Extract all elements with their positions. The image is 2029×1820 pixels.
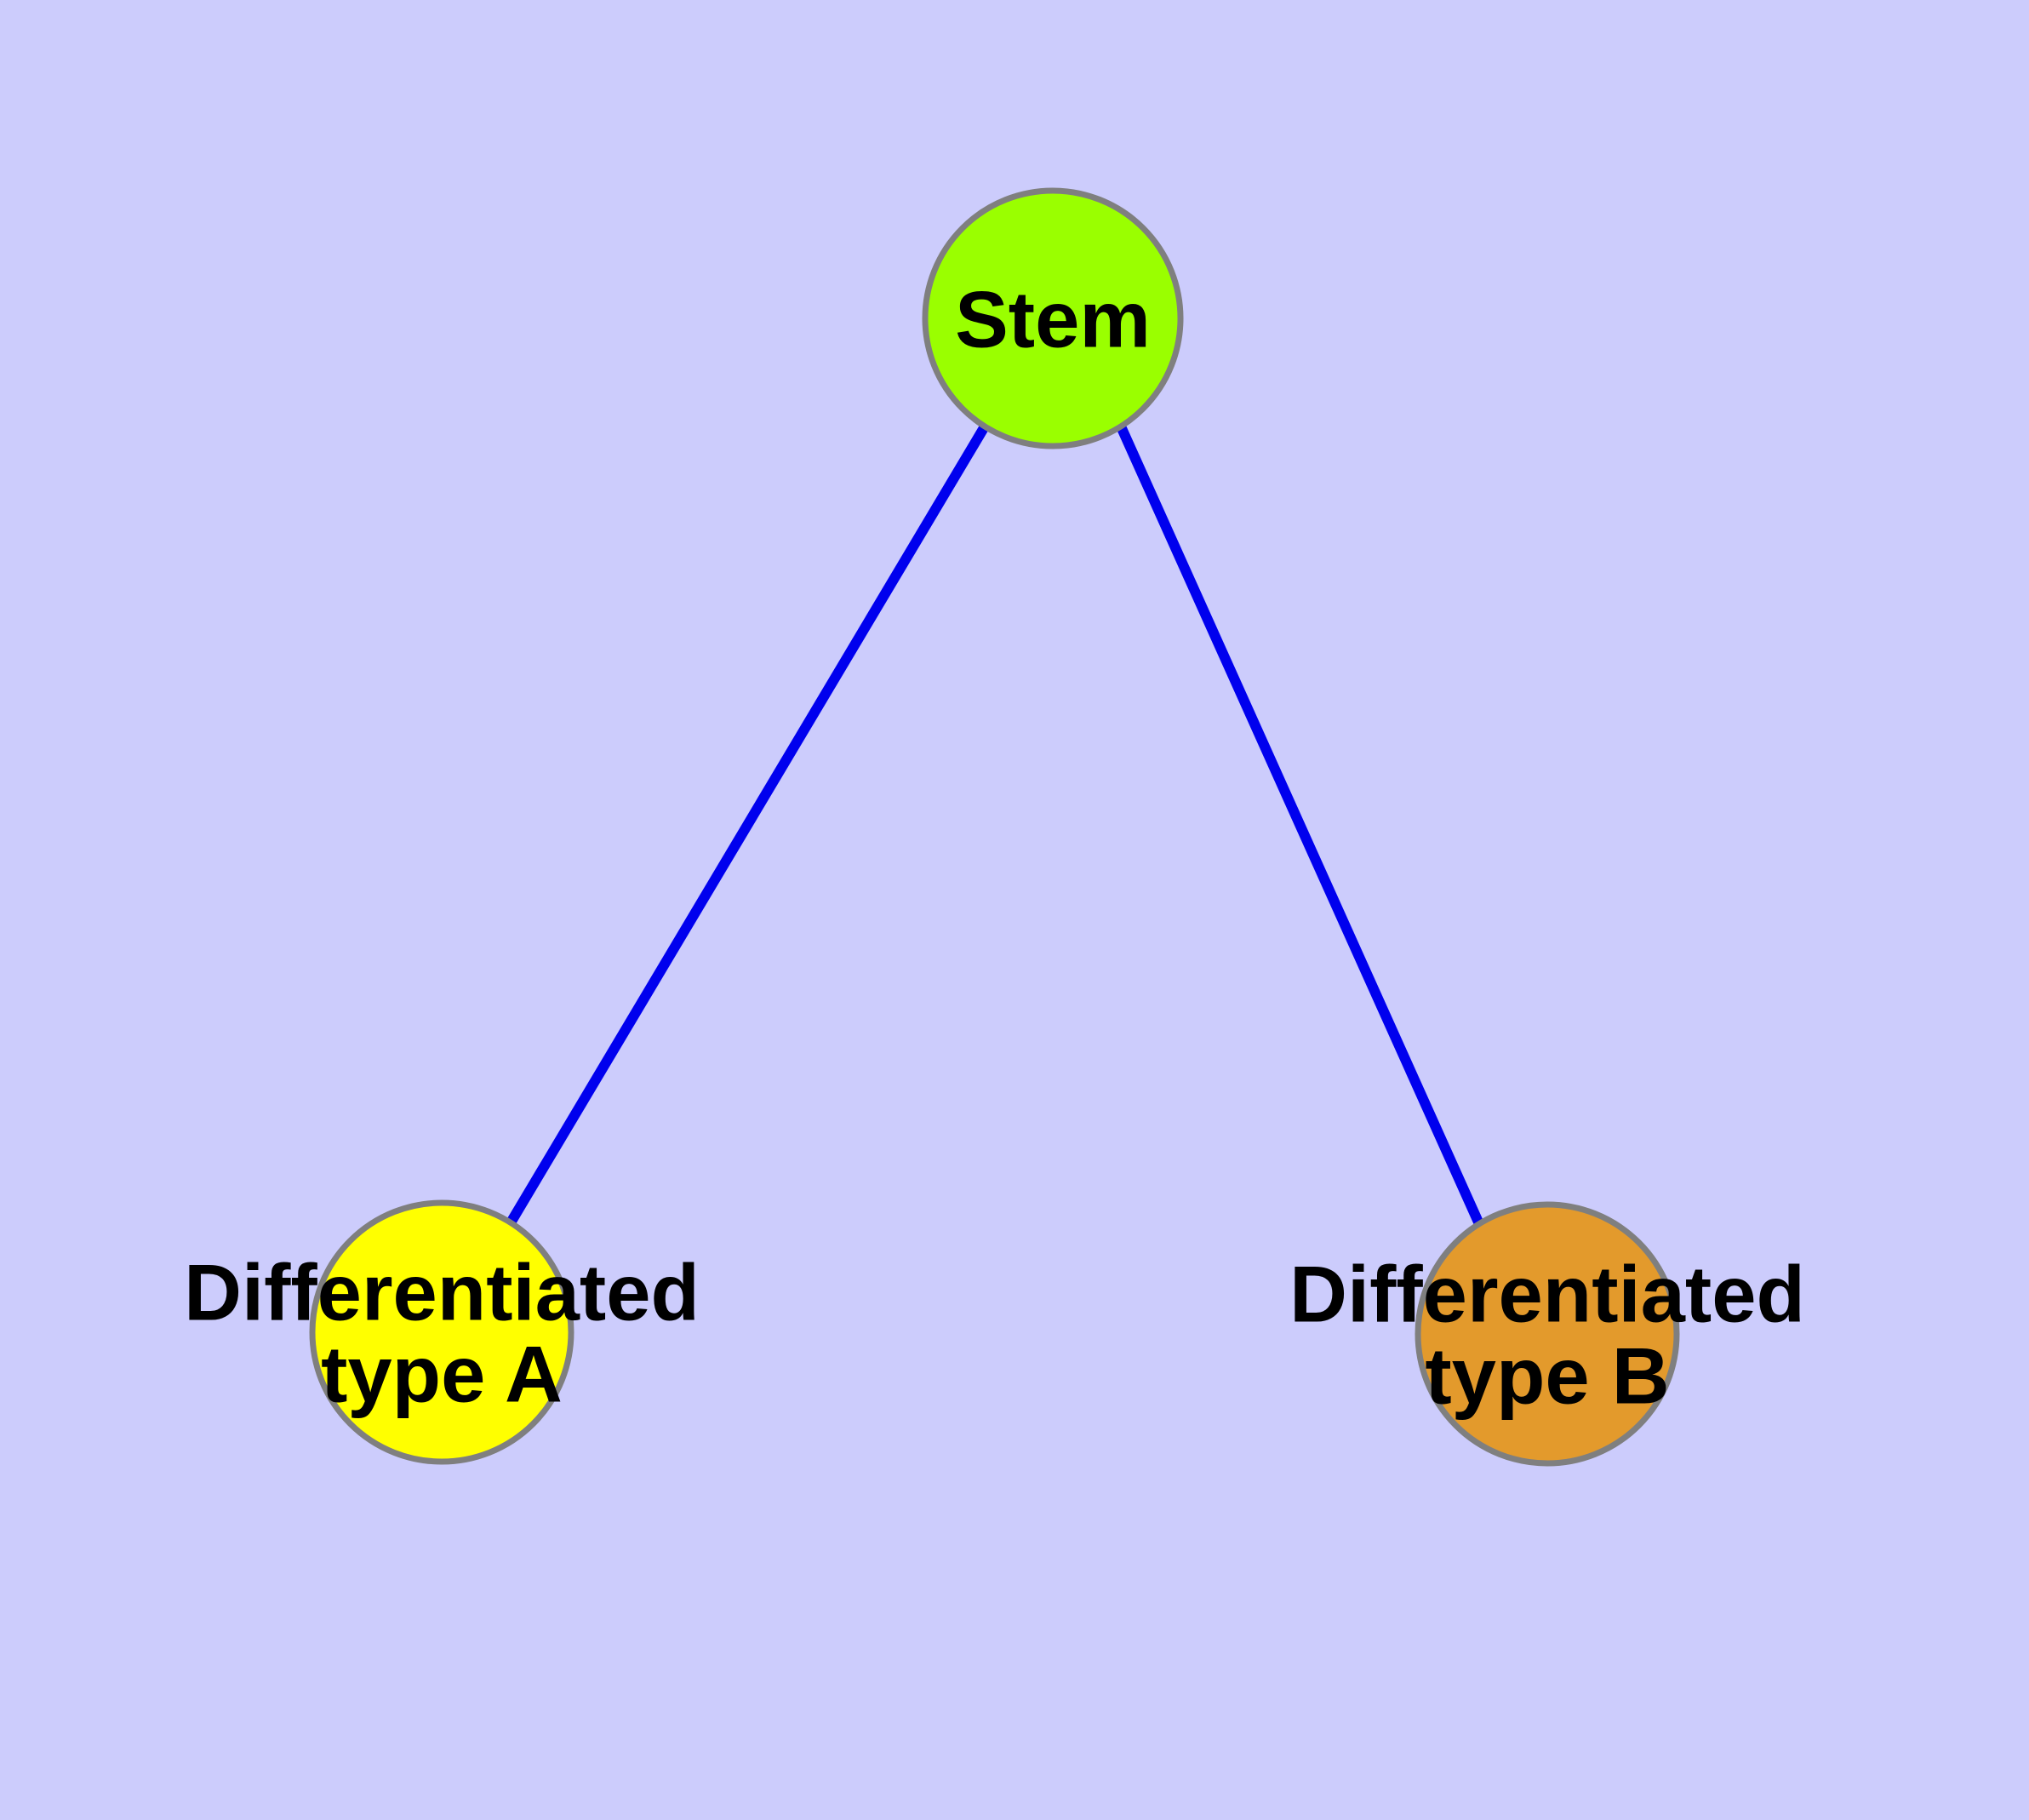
edge-stem-to-diff-b[interactable]: [1116, 424, 1485, 1228]
node-label-line-diff-b-0: Differentiated: [1289, 1249, 1805, 1338]
node-label-line-diff-b-1: type B: [1425, 1331, 1669, 1420]
node-label-line-diff-a-0: Differentiated: [184, 1247, 700, 1336]
edges-group: [505, 423, 1485, 1228]
node-label-stem: Stem: [955, 274, 1151, 363]
node-diff-b[interactable]: [1415, 1201, 1680, 1467]
node-diff-a[interactable]: [309, 1199, 574, 1465]
edge-stem-to-diff-a[interactable]: [505, 423, 990, 1228]
node-label-line-stem-0: Stem: [955, 274, 1151, 363]
node-circle-diff-a[interactable]: [309, 1199, 574, 1465]
node-label-line-diff-a-1: type A: [321, 1329, 563, 1418]
node-circle-diff-b[interactable]: [1415, 1201, 1680, 1467]
node-circle-stem[interactable]: [922, 187, 1184, 449]
node-stem[interactable]: [922, 187, 1184, 449]
